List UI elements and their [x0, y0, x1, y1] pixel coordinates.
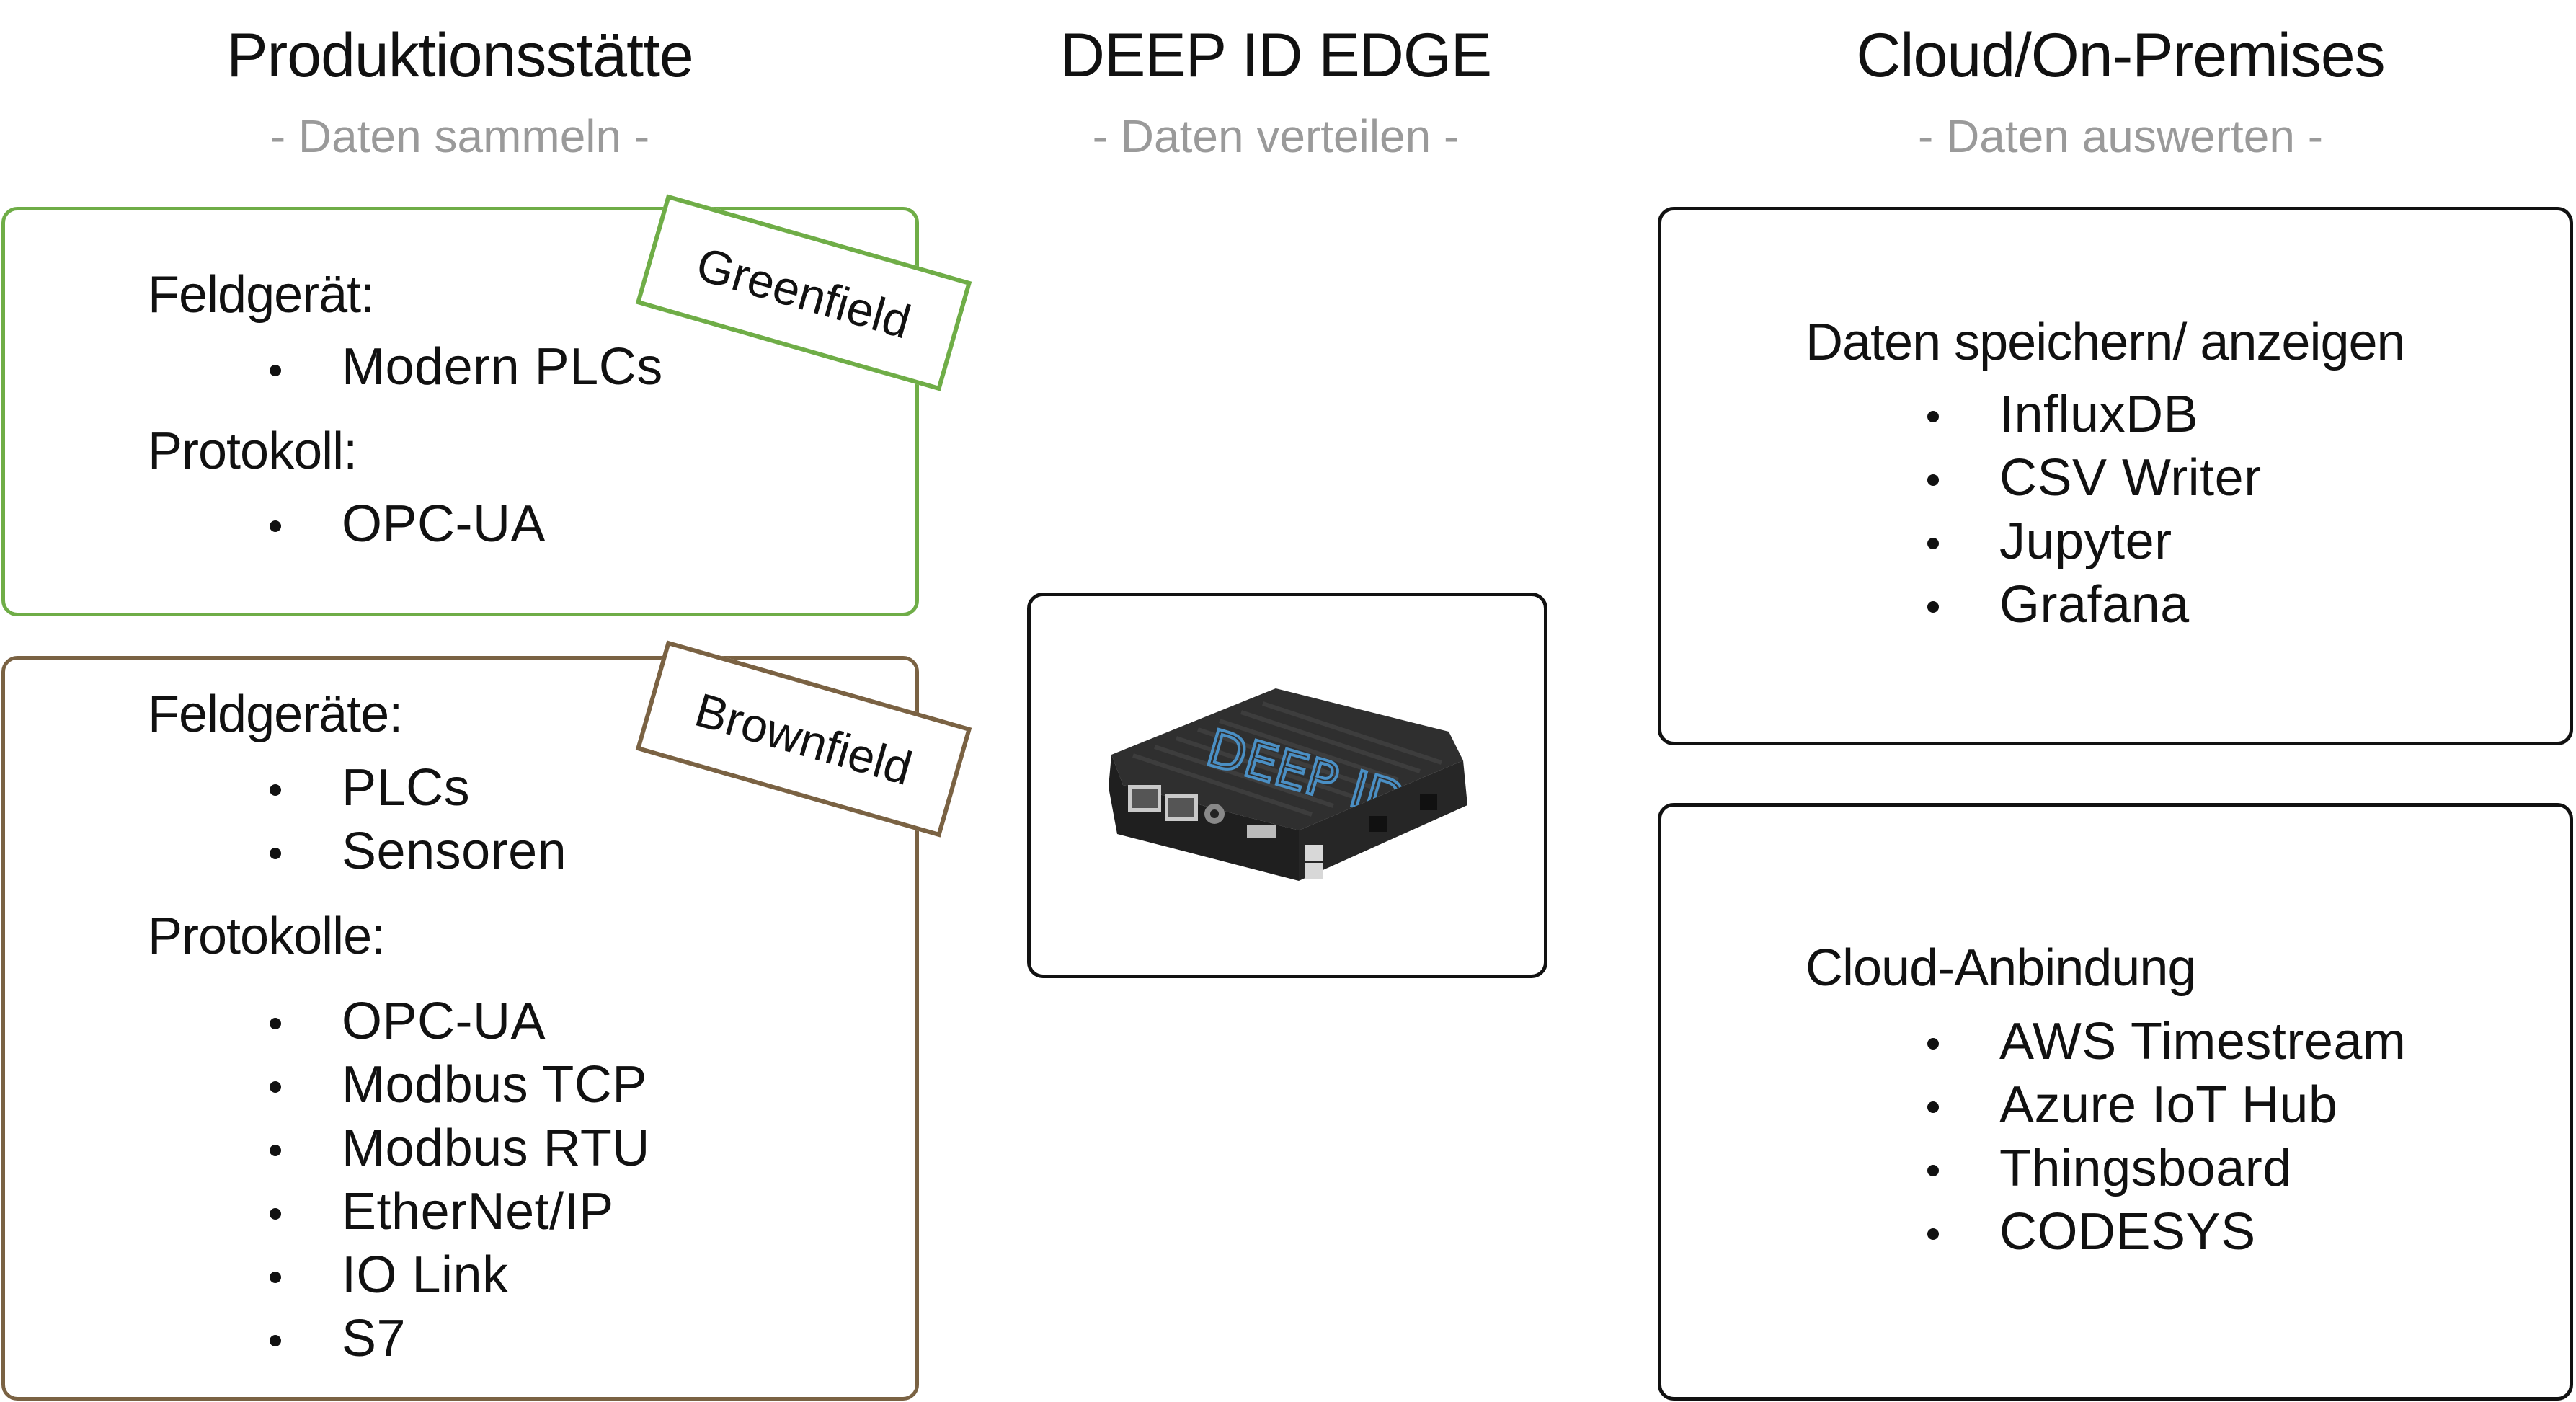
bullet — [270, 848, 281, 859]
greenfield-field-label: Feldgerät: — [148, 266, 375, 324]
storage-item: InfluxDB — [1999, 386, 2199, 443]
brownfield-protocol-item: Modbus RTU — [342, 1119, 650, 1177]
brownfield-field-item: Sensoren — [342, 822, 567, 880]
brownfield-field-label: Feldgeräte: — [148, 686, 403, 743]
brownfield-protocol-item: S7 — [342, 1310, 407, 1367]
cloud-item: AWS Timestream — [1999, 1013, 2407, 1070]
bullet — [270, 365, 281, 376]
column-title-edge: DEEP ID EDGE — [1060, 21, 1492, 90]
side-port-icon — [1369, 816, 1387, 832]
device-ribs — [1132, 701, 1442, 817]
bullet — [1927, 538, 1939, 549]
column-subtitle-production: - Daten sammeln - — [270, 110, 650, 162]
edge-device-image: DEEP ID — [1109, 688, 1467, 881]
bullet — [1927, 411, 1939, 422]
device-front-face — [1109, 755, 1299, 881]
brownfield-protocol-label: Protokolle: — [148, 908, 386, 965]
greenfield-protocol-label: Protokoll: — [148, 422, 357, 480]
bullet — [270, 1272, 281, 1283]
bullet — [270, 520, 281, 532]
greenfield-field-item: Modern PLCs — [342, 338, 663, 396]
bullet — [270, 1145, 281, 1156]
brownfield-protocol-item: OPC-UA — [342, 993, 546, 1050]
greenfield-protocol-item: OPC-UA — [342, 495, 546, 553]
cloud-item: Azure IoT Hub — [1999, 1076, 2338, 1134]
column-subtitle-edge: - Daten verteilen - — [1092, 110, 1460, 162]
storage-item: CSV Writer — [1999, 449, 2262, 507]
edge-device-box: DEEP ID — [1027, 593, 1547, 978]
bullet — [270, 1081, 281, 1093]
cloud-item: Thingsboard — [1999, 1140, 2292, 1197]
brownfield-protocol-item: IO Link — [342, 1246, 509, 1304]
column-title-production: Produktionsstätte — [226, 21, 693, 90]
cloud-item: CODESYS — [1999, 1203, 2256, 1261]
column-title-cloud: Cloud/On-Premises — [1856, 21, 2385, 90]
usb-port-icon — [1305, 863, 1323, 879]
bullet — [1927, 601, 1939, 613]
bullet — [1927, 1038, 1939, 1050]
bullet — [1927, 1101, 1939, 1113]
hdmi-port-icon — [1247, 825, 1276, 838]
bullet — [1927, 1228, 1939, 1240]
storage-item: Jupyter — [1999, 513, 2172, 570]
bullet — [1927, 1165, 1939, 1176]
brownfield-protocol-item: Modbus TCP — [342, 1056, 647, 1114]
column-subtitle-cloud: - Daten auswerten - — [1917, 110, 2324, 162]
bullet — [270, 784, 281, 796]
storage-box — [1658, 207, 2573, 745]
side-port-icon — [1420, 794, 1437, 810]
brownfield-field-item: PLCs — [342, 759, 471, 817]
bullet — [270, 1335, 281, 1346]
storage-item: Grafana — [1999, 576, 2190, 634]
brownfield-protocol-item: EtherNet/IP — [342, 1183, 614, 1241]
bullet — [270, 1208, 281, 1220]
bullet — [270, 1018, 281, 1029]
bullet — [1927, 474, 1939, 486]
storage-label: Daten speichern/ anzeigen — [1806, 314, 2406, 371]
usb-port-icon — [1305, 845, 1323, 861]
cloud-label: Cloud-Anbindung — [1806, 939, 2196, 997]
cloud-box — [1658, 803, 2573, 1401]
